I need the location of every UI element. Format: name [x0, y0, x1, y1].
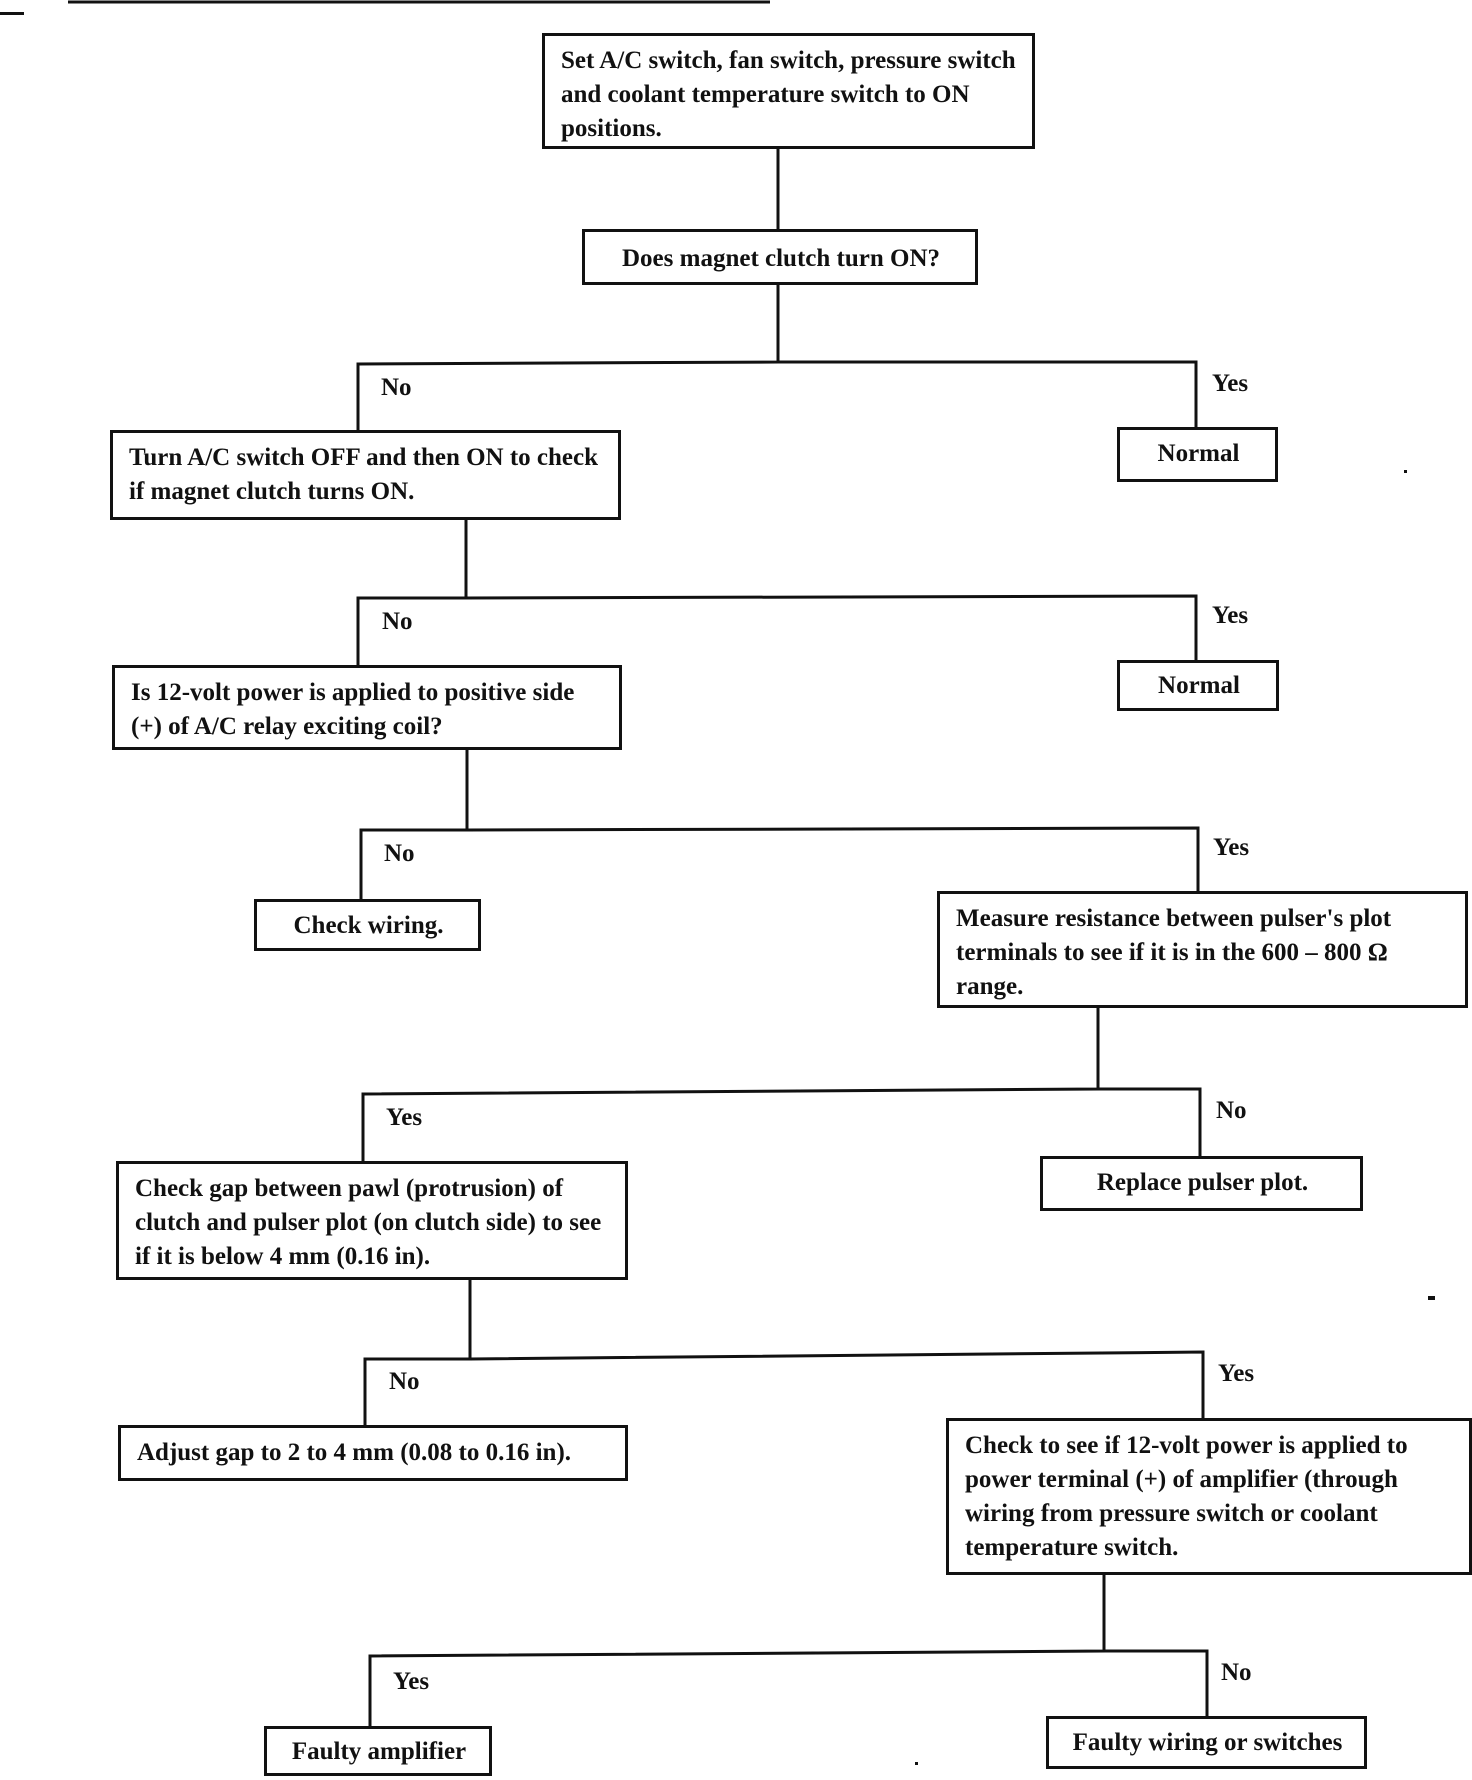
replace-pulser-step: Replace pulser plot.	[1040, 1156, 1363, 1211]
branch-label-no: No	[384, 840, 415, 867]
check-wiring-step: Check wiring.	[254, 899, 481, 951]
start-step: Set A/C switch, fan switch, pressure swi…	[542, 33, 1035, 149]
branch-label-no: No	[382, 608, 413, 635]
branch-label-yes: Yes	[386, 1104, 423, 1131]
branch-label-yes: Yes	[1218, 1360, 1255, 1387]
branch-label-no: No	[1221, 1659, 1252, 1686]
check-gap-step: Check gap between pawl (protrusion) of c…	[116, 1161, 628, 1280]
branch-label-no: No	[381, 374, 412, 401]
normal-result-2: Normal	[1117, 660, 1279, 711]
branch-label-no: No	[389, 1368, 420, 1395]
edge-mark	[0, 12, 24, 15]
speck	[915, 1762, 918, 1765]
magnet-clutch-question: Does magnet clutch turn ON?	[582, 229, 978, 285]
speck	[1404, 470, 1407, 473]
normal-result-1: Normal	[1117, 427, 1278, 482]
branch-label-yes: Yes	[393, 1668, 430, 1695]
branch-label-yes: Yes	[1213, 834, 1250, 861]
turn-ac-step: Turn A/C switch OFF and then ON to check…	[110, 430, 621, 520]
faulty-amplifier-result: Faulty amplifier	[264, 1726, 492, 1776]
measure-resistance-step: Measure resistance between pulser's plot…	[937, 891, 1468, 1008]
adjust-gap-step: Adjust gap to 2 to 4 mm (0.08 to 0.16 in…	[118, 1425, 628, 1481]
branch-label-yes: Yes	[1212, 370, 1249, 397]
relay-power-question: Is 12-volt power is applied to positive …	[112, 665, 622, 750]
faulty-wiring-result: Faulty wiring or switches	[1046, 1716, 1367, 1769]
check-amplifier-power-step: Check to see if 12-volt power is applied…	[946, 1418, 1472, 1575]
branch-label-yes: Yes	[1212, 602, 1249, 629]
branch-label-no: No	[1216, 1097, 1247, 1124]
speck	[1428, 1296, 1435, 1300]
